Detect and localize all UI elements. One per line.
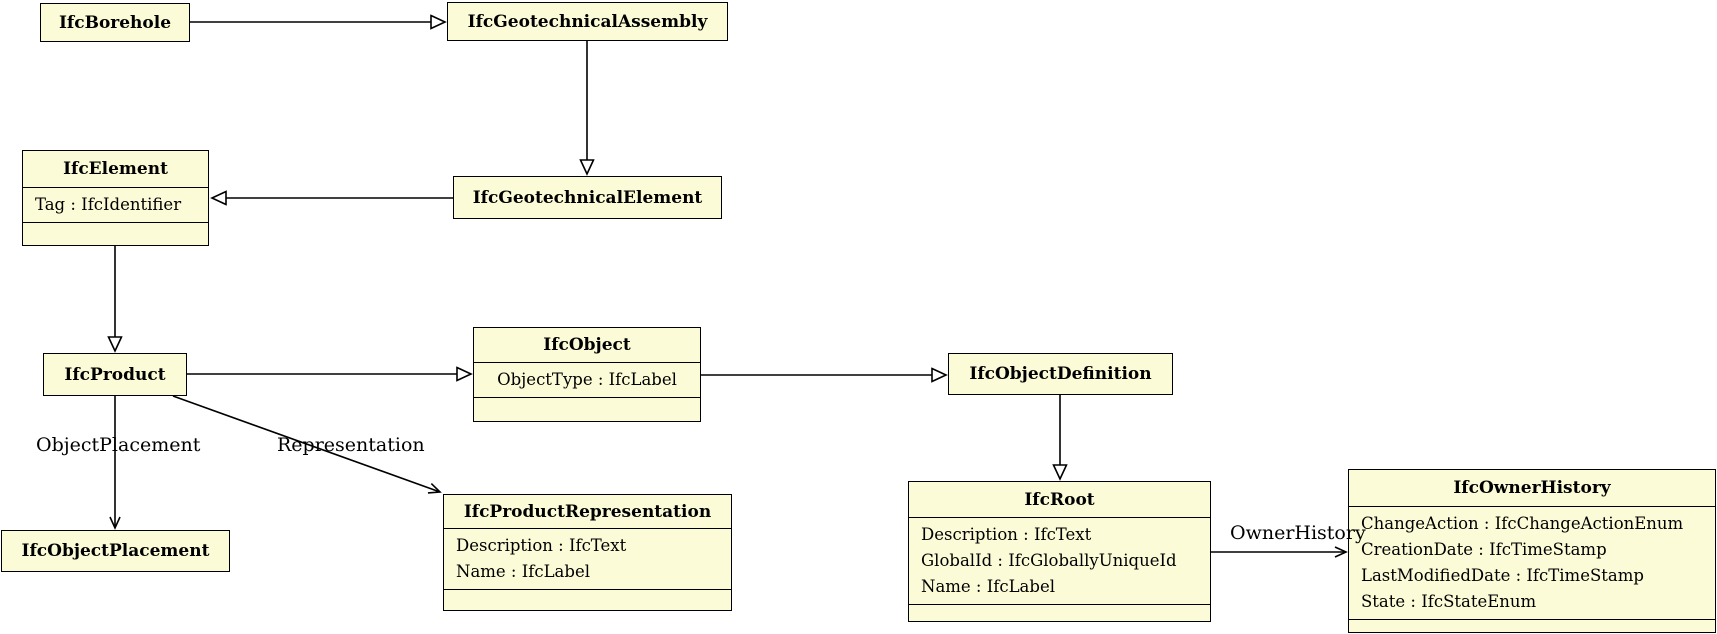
class-attributes-ifcelement: Tag : IfcIdentifier — [23, 188, 208, 223]
class-title-ifcobjectdefinition: IfcObjectDefinition — [969, 364, 1152, 384]
edge-label-representation: Representation — [277, 434, 425, 456]
class-empty-compartment — [1349, 620, 1715, 632]
class-title-ifcproduct: IfcProduct — [64, 364, 166, 385]
class-title-ifcgeotechnicalassembly: IfcGeotechnicalAssembly — [467, 11, 708, 32]
class-box-ifcproductrepresentation: IfcProductRepresentation Description : I… — [443, 494, 732, 611]
edge-label-objectplacement: ObjectPlacement — [36, 434, 201, 456]
attribute-line: ObjectType : IfcLabel — [497, 370, 677, 389]
class-empty-compartment — [909, 605, 1210, 621]
class-box-ifcroot: IfcRoot Description : IfcText GlobalId :… — [908, 481, 1211, 622]
attribute-line: Name : IfcLabel — [921, 577, 1055, 596]
association-arrow-representation — [172, 395, 442, 494]
class-title-ifcborehole: IfcBorehole — [58, 12, 172, 33]
attribute-line: Description : IfcText — [921, 525, 1092, 544]
class-title-ifcownerhistory: IfcOwnerHistory — [1349, 470, 1715, 507]
class-box-ifcproduct: IfcProduct — [43, 353, 187, 396]
class-attributes-ifcproductrepresentation: Description : IfcText Name : IfcLabel — [444, 529, 731, 590]
attribute-line: LastModifiedDate : IfcTimeStamp — [1361, 566, 1644, 585]
class-empty-compartment — [444, 590, 731, 610]
attribute-line: Tag : IfcIdentifier — [35, 195, 182, 214]
class-attributes-ifcobject: ObjectType : IfcLabel — [474, 363, 700, 398]
attribute-line: GlobalId : IfcGloballyUniqueId — [921, 551, 1177, 570]
class-empty-compartment — [474, 398, 700, 421]
attribute-line: Description : IfcText — [456, 536, 627, 555]
class-box-ifcgeotechnicalassembly: IfcGeotechnicalAssembly — [447, 2, 728, 41]
class-title-ifcelement: IfcElement — [23, 151, 208, 188]
class-box-ifcownerhistory: IfcOwnerHistory ChangeAction : IfcChange… — [1348, 469, 1716, 633]
attribute-line: ChangeAction : IfcChangeActionEnum — [1361, 514, 1684, 533]
class-box-ifcelement: IfcElement Tag : IfcIdentifier — [22, 150, 209, 246]
class-empty-compartment — [23, 223, 208, 245]
class-title-ifcproductrepresentation: IfcProductRepresentation — [444, 495, 731, 529]
attribute-line: CreationDate : IfcTimeStamp — [1361, 540, 1607, 559]
attribute-line: Name : IfcLabel — [456, 562, 590, 581]
edge-label-ownerhistory: OwnerHistory — [1230, 522, 1366, 544]
attribute-line: State : IfcStateEnum — [1361, 592, 1537, 611]
class-box-ifcobjectdefinition: IfcObjectDefinition — [948, 353, 1173, 395]
class-title-ifcobjectplacement: IfcObjectPlacement — [21, 541, 210, 561]
class-title-ifcobject: IfcObject — [474, 328, 700, 363]
class-box-ifcborehole: IfcBorehole — [40, 3, 190, 42]
class-box-ifcobject: IfcObject ObjectType : IfcLabel — [473, 327, 701, 422]
class-box-ifcgeotechnicalelement: IfcGeotechnicalElement — [453, 176, 722, 219]
class-title-ifcroot: IfcRoot — [909, 482, 1210, 518]
class-attributes-ifcownerhistory: ChangeAction : IfcChangeActionEnum Creat… — [1349, 507, 1715, 620]
class-box-ifcobjectplacement: IfcObjectPlacement — [1, 530, 230, 572]
class-title-ifcgeotechnicalelement: IfcGeotechnicalElement — [472, 187, 703, 208]
class-attributes-ifcroot: Description : IfcText GlobalId : IfcGlob… — [909, 518, 1210, 605]
